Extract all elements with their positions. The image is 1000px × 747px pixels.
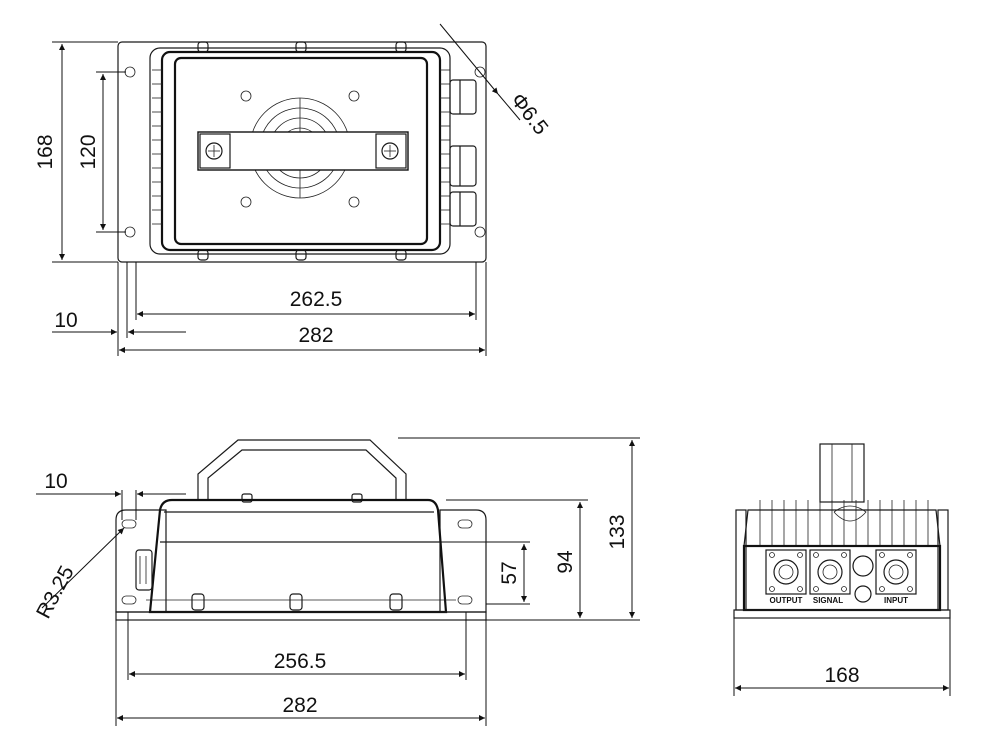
side-dim-133: 133: [606, 514, 629, 549]
screw-icons: [240, 90, 360, 208]
mounting-hole: [474, 66, 486, 78]
panel-screws: [769, 552, 913, 592]
input-connector: [875, 549, 917, 595]
top-cover: [173, 56, 429, 246]
dim-hole-span-120: 120: [77, 134, 100, 169]
side-ribs: [191, 593, 403, 611]
dim-total-width-282: 282: [298, 324, 333, 347]
side-handle: [197, 439, 407, 500]
end-view: OUTPUT SIGNAL INPUT 168: [733, 443, 951, 696]
end-handle: [819, 443, 865, 503]
dim-height-168: 168: [34, 134, 57, 169]
side-dim-94: 94: [554, 550, 577, 574]
handle-mount-right: [375, 133, 407, 169]
end-base: [733, 609, 951, 619]
side-connector: [135, 549, 153, 591]
side-dim-inner-width-256-5: 256.5: [274, 650, 327, 673]
mounting-hole: [124, 66, 136, 78]
end-fins: [759, 500, 929, 546]
signal-connector: [809, 549, 851, 595]
slot-hole: [457, 519, 473, 529]
side-base: [115, 611, 487, 621]
dim-inner-width-262-5: 262.5: [290, 288, 343, 311]
signal-socket-icon: [817, 559, 843, 585]
side-dim-edge-10: 10: [44, 470, 67, 493]
dim-hole-diameter: Φ6.5: [506, 89, 552, 139]
cable-glands: [449, 79, 477, 227]
side-flange-right: [439, 509, 487, 613]
handle-screw-icon: [205, 142, 223, 160]
end-dim-width-168: 168: [824, 664, 859, 687]
side-fins: [152, 69, 450, 225]
slot-hole: [457, 595, 473, 605]
side-dim-total-width-282: 282: [282, 694, 317, 717]
handle-mount-left: [199, 133, 231, 169]
mounting-hole: [474, 226, 486, 238]
label-input: INPUT: [884, 596, 908, 605]
side-dim-57: 57: [498, 561, 521, 584]
top-view: 168 120 Φ6.5 262.5 10 282: [34, 23, 552, 356]
mounting-hole: [124, 226, 136, 238]
input-socket-icon: [883, 559, 909, 585]
label-signal: SIGNAL: [813, 596, 843, 605]
side-body: [148, 498, 448, 614]
side-dim-radius: R3.25: [32, 562, 79, 622]
output-socket-icon: [773, 559, 799, 585]
slot-hole: [121, 595, 137, 605]
handle-screw-icon: [381, 142, 399, 160]
handle: [197, 131, 409, 171]
label-output: OUTPUT: [770, 596, 803, 605]
side-view: 10 R3.25 57 94 133 256.5 282: [32, 437, 640, 726]
vent-plug-icon: [854, 585, 872, 603]
end-fin-block: [743, 509, 941, 547]
slot-hole: [121, 519, 137, 529]
dim-edge-10: 10: [54, 309, 77, 332]
housing-ribs: [197, 41, 407, 261]
vent-plug-icon: [852, 555, 874, 577]
output-connector: [765, 549, 807, 595]
